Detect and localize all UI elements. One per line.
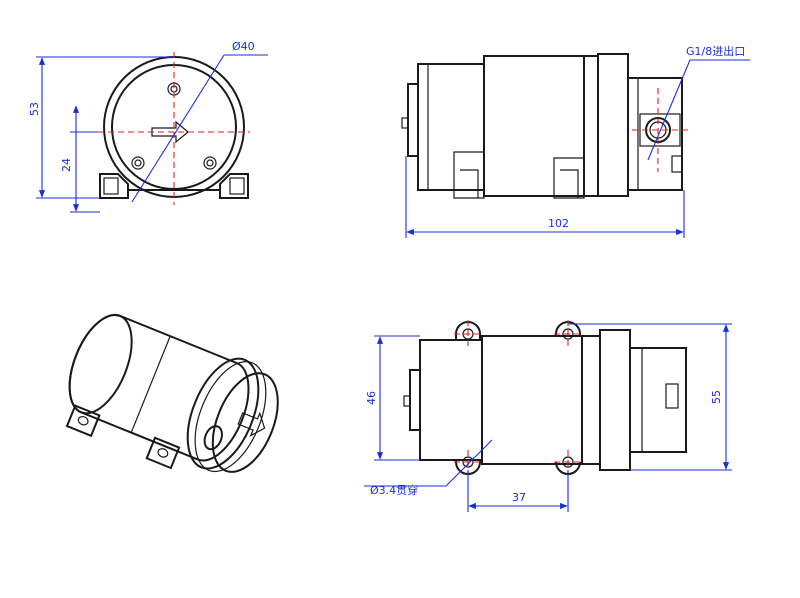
side-view-foot-right (553, 157, 585, 199)
top-view-end-stub (403, 395, 411, 407)
screw-icon (131, 156, 145, 170)
height-label: 53 (28, 102, 41, 116)
top-view-motor-rear (419, 339, 483, 461)
top-view-motor-body (481, 335, 583, 465)
isometric-foot-hole (77, 415, 89, 426)
diameter-label: Ø40 (232, 40, 255, 53)
side-view-end-cap (407, 83, 419, 157)
overall-width-label: 55 (710, 390, 723, 404)
flow-arrow-icon (151, 120, 189, 144)
isometric-motor-band (130, 335, 171, 433)
isometric-port (203, 425, 223, 451)
port-label: G1/8进出口 (686, 44, 745, 58)
diameter-leader (131, 54, 225, 203)
screw-icon (206, 159, 214, 167)
front-view-foot-left (103, 177, 119, 195)
front-view: Ø40 53 24 (28, 40, 268, 213)
top-view-port-clip (665, 383, 679, 409)
side-view-flange (583, 55, 599, 197)
port-leader (647, 59, 691, 161)
center-height-label: 24 (60, 158, 73, 172)
side-view-motor-body (483, 55, 585, 197)
side-view-foot-left (453, 151, 485, 199)
isometric-foot-right (145, 436, 181, 470)
top-view-pump-head (629, 347, 687, 453)
top-view-flange (581, 335, 601, 465)
spacing-label: 37 (512, 491, 526, 504)
isometric-flange-ring (186, 357, 260, 470)
hole-label: Ø3.4贯穿 (370, 483, 418, 497)
top-view: 46 55 37 Ø3.4贯穿 (364, 320, 732, 512)
top-view-flange-2 (599, 329, 631, 471)
length-label: 102 (548, 217, 569, 230)
isometric-foot-hole (157, 448, 169, 458)
screw-icon (203, 156, 217, 170)
isometric-motor-body (68, 313, 250, 462)
flow-arrow-icon (237, 411, 266, 437)
width-label: 46 (365, 391, 378, 405)
isometric-pump-face (211, 372, 279, 473)
front-view-foot-right (229, 177, 245, 195)
side-view-pump-head (627, 77, 683, 191)
side-view-end-stub (401, 117, 409, 129)
hole-leader (445, 439, 493, 487)
isometric-motor-end (68, 313, 133, 415)
top-view-end-cap (409, 369, 421, 431)
isometric-flange-ring-2 (194, 361, 267, 473)
side-view-port-box (639, 113, 681, 147)
side-view-port-clip (671, 155, 683, 173)
isometric-foot-left (65, 404, 101, 438)
side-view: G1/8进出口 102 (401, 44, 750, 238)
side-view-flange-2 (597, 53, 629, 197)
screw-icon (134, 159, 142, 167)
isometric-view (65, 313, 279, 473)
